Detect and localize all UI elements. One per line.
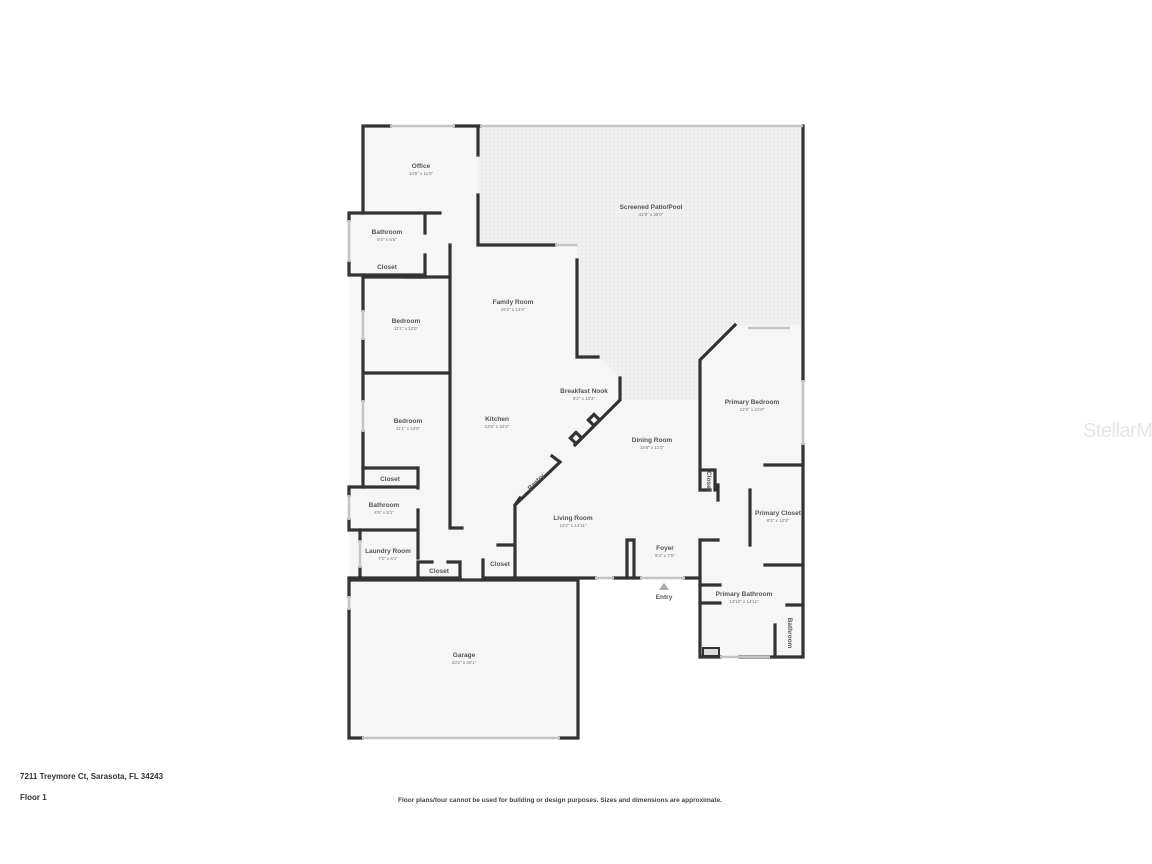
svg-text:14'5" x 11'0": 14'5" x 11'0" xyxy=(409,171,434,176)
room-name: Closet xyxy=(429,568,450,575)
walls xyxy=(347,124,805,740)
room-name: Primary Closet xyxy=(755,510,802,517)
room-name: Bedroom xyxy=(392,318,421,325)
room-name: Kitchen xyxy=(485,416,509,423)
room-name: Closet xyxy=(705,471,712,492)
watermark-logo: StellarMLS xyxy=(1083,420,1152,442)
room-name: Bathroom xyxy=(369,502,400,509)
room-name: Closet xyxy=(377,264,398,271)
svg-text:16'2" x 14'6": 16'2" x 14'6" xyxy=(501,307,526,312)
svg-text:13'5" x 22'2": 13'5" x 22'2" xyxy=(485,424,510,429)
svg-text:11'1" x 12'0": 11'1" x 12'0" xyxy=(394,326,419,331)
room-name: Closet xyxy=(490,561,511,568)
svg-text:20'2" x 20'1": 20'2" x 20'1" xyxy=(452,660,477,665)
room-name: Primary Bathroom xyxy=(716,591,773,598)
room-name: Laundry Room xyxy=(365,548,411,555)
room-name: Garage xyxy=(453,652,476,659)
svg-text:11'1" x 14'0": 11'1" x 14'0" xyxy=(396,426,421,431)
room-name: Foyer xyxy=(656,545,674,552)
room-name: Living Room xyxy=(553,515,593,522)
svg-text:7'2" x 6'1": 7'2" x 6'1" xyxy=(378,556,398,561)
svg-text:8'2" x 12'3": 8'2" x 12'3" xyxy=(767,518,790,523)
room-name: Closet xyxy=(380,476,401,483)
room-name: Family Room xyxy=(493,299,534,306)
room-name: Bedroom xyxy=(394,418,423,425)
svg-text:8'2" x 10'3": 8'2" x 10'3" xyxy=(573,396,596,401)
entry-arrow-icon xyxy=(659,583,669,590)
svg-text:14'2" x 14'11": 14'2" x 14'11" xyxy=(560,523,587,528)
floor-fill xyxy=(349,126,803,738)
room-name: Breakfast Nook xyxy=(560,388,608,395)
room-name: Bathroom xyxy=(786,618,793,649)
svg-text:8'4" x 7'5": 8'4" x 7'5" xyxy=(655,553,675,558)
svg-text:12'9" x 21'0": 12'9" x 21'0" xyxy=(740,407,765,412)
entry-label: Entry xyxy=(656,594,673,601)
room-name: Screened Patio/Pool xyxy=(620,204,683,211)
svg-text:41'9" x 35'0": 41'9" x 35'0" xyxy=(639,212,664,217)
patio-area xyxy=(478,126,803,400)
svg-text:8'5" x 5'1": 8'5" x 5'1" xyxy=(374,510,394,515)
disclaimer: Floor plans/tour cannot be used for buil… xyxy=(398,797,722,804)
room-name: Dining Room xyxy=(632,437,673,444)
room-name: Office xyxy=(412,163,431,170)
svg-text:12'10" x 14'11": 12'10" x 14'11" xyxy=(729,599,759,604)
svg-text:9'4" x 5'6": 9'4" x 5'6" xyxy=(377,237,397,242)
room-name: Primary Bedroom xyxy=(725,399,780,406)
room-name: Bathroom xyxy=(372,229,403,236)
address: 7211 Treymore Ct, Sarasota, FL 34243 xyxy=(20,772,164,781)
floor-label: Floor 1 xyxy=(20,793,47,802)
windows xyxy=(347,124,805,740)
svg-text:15'6" x 11'3": 15'6" x 11'3" xyxy=(640,445,665,450)
